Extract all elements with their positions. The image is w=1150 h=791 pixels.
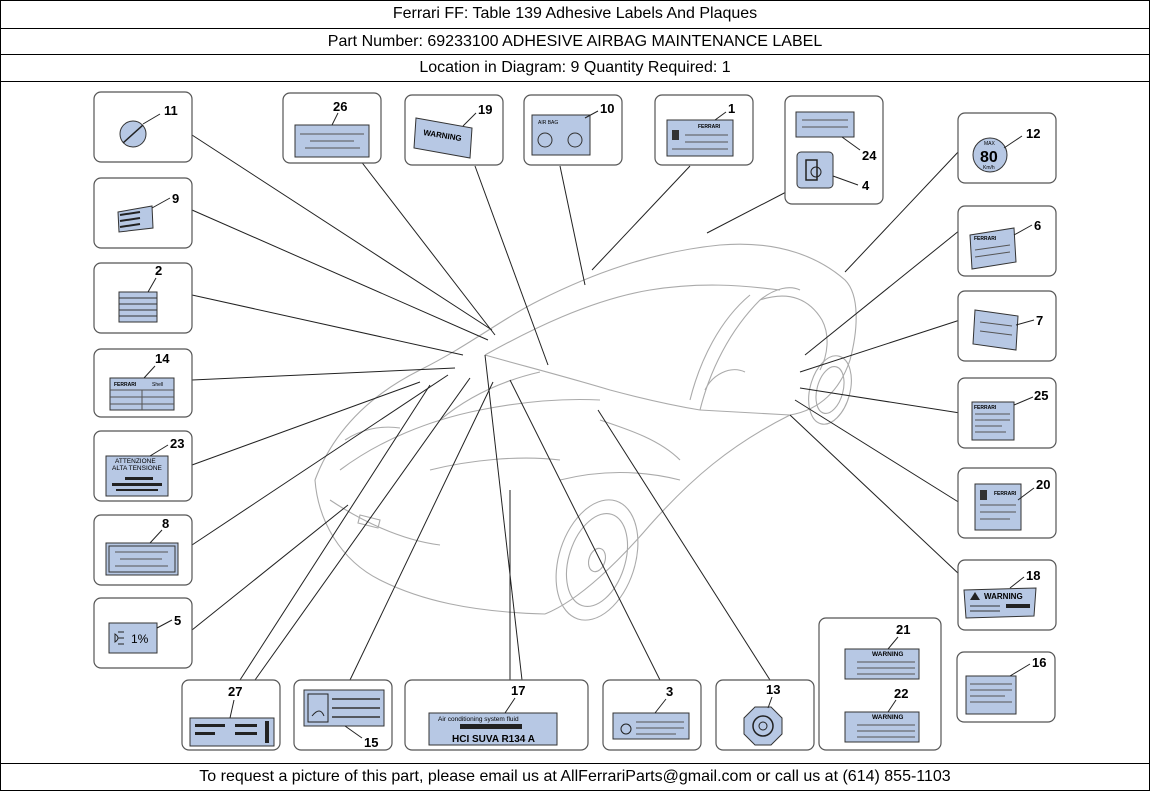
- callout-number: 7: [1036, 313, 1043, 328]
- svg-text:MAX: MAX: [984, 141, 996, 147]
- callout-number: 4: [862, 178, 870, 193]
- leader-lines: [191, 134, 961, 681]
- callout-number: 12: [1026, 126, 1040, 141]
- callout-number: 22: [894, 686, 908, 701]
- callout-11[interactable]: 11: [93, 91, 193, 163]
- callout-21-22[interactable]: WARNING 21 WARNING 22: [818, 617, 942, 751]
- svg-text:ALTA TENSIONE: ALTA TENSIONE: [112, 465, 163, 472]
- svg-text:FERRARI: FERRARI: [114, 382, 137, 388]
- divider: [0, 54, 1150, 55]
- fuel-label-icon: [796, 151, 834, 189]
- callout-number: 3: [666, 684, 673, 699]
- callout-number: 19: [478, 102, 492, 117]
- car-outline: [314, 243, 857, 621]
- callout-23[interactable]: ATTENZIONE ALTA TENSIONE 23: [93, 430, 193, 502]
- callout-25[interactable]: FERRARI 25: [957, 377, 1057, 449]
- svg-text:ATTENZIONE: ATTENZIONE: [115, 458, 156, 465]
- callout-17[interactable]: Air conditioning system fluid HCI SUVA R…: [404, 679, 589, 751]
- callout-number: 21: [896, 622, 910, 637]
- svg-text:HCI SUVA R134 A: HCI SUVA R134 A: [452, 734, 535, 745]
- svg-text:Km/h: Km/h: [983, 165, 995, 171]
- svg-text:80: 80: [980, 149, 998, 166]
- callout-number: 16: [1032, 655, 1046, 670]
- callout-8[interactable]: 8: [93, 514, 193, 586]
- svg-text:FERRARI: FERRARI: [974, 405, 997, 411]
- callout-number: 11: [164, 103, 178, 118]
- divider: [0, 28, 1150, 29]
- callout-19[interactable]: WARNING 19: [404, 94, 504, 166]
- svg-text:1%: 1%: [131, 632, 149, 646]
- callout-12[interactable]: MAX 80 Km/h 12: [957, 112, 1057, 184]
- callout-number: 6: [1034, 218, 1041, 233]
- callout-number: 25: [1034, 388, 1048, 403]
- callout-16[interactable]: 16: [956, 651, 1056, 723]
- svg-text:Shell: Shell: [152, 382, 163, 388]
- svg-text:FERRARI: FERRARI: [698, 124, 721, 130]
- diagram-title: Ferrari FF: Table 139 Adhesive Labels An…: [392, 5, 758, 22]
- callout-number: 17: [511, 683, 525, 698]
- callout-1[interactable]: FERRARI 1: [654, 94, 754, 166]
- cap-label-icon: [743, 706, 783, 746]
- svg-text:FERRARI: FERRARI: [974, 236, 997, 242]
- callout-number: 18: [1026, 568, 1040, 583]
- callout-15[interactable]: 15: [293, 679, 393, 751]
- svg-text:WARNING: WARNING: [872, 651, 903, 658]
- svg-text:AIR BAG: AIR BAG: [538, 120, 558, 126]
- callout-number: 15: [364, 735, 378, 750]
- svg-text:FERRARI: FERRARI: [994, 491, 1017, 497]
- callout-number: 26: [333, 99, 347, 114]
- callout-13[interactable]: 13: [715, 679, 815, 751]
- callout-number: 27: [228, 684, 242, 699]
- callout-26[interactable]: 26: [282, 92, 382, 164]
- callout-number: 14: [155, 351, 170, 366]
- parts-diagram: 11 26 WARNING 19 AIR BAG 10 FERRARI: [93, 91, 1057, 751]
- callout-number: 13: [766, 682, 780, 697]
- callout-10[interactable]: AIR BAG 10: [523, 94, 623, 166]
- callout-number: 23: [170, 436, 184, 451]
- callout-number: 1: [728, 101, 735, 116]
- footer-contact: To request a picture of this part, pleas…: [199, 768, 951, 785]
- callout-9[interactable]: 9: [93, 177, 193, 249]
- callout-27[interactable]: 27: [181, 679, 281, 751]
- callout-6[interactable]: FERRARI 6: [957, 205, 1057, 277]
- callout-7[interactable]: 7: [957, 290, 1057, 362]
- callout-2[interactable]: 2: [93, 262, 193, 334]
- callout-number: 9: [172, 191, 179, 206]
- divider: [0, 763, 1150, 764]
- svg-text:Air conditioning system fluid: Air conditioning system fluid: [438, 716, 519, 723]
- callout-number: 24: [862, 148, 877, 163]
- callout-number: 10: [600, 101, 614, 116]
- callout-24-4[interactable]: 24 4: [784, 95, 884, 205]
- callout-number: 8: [162, 516, 169, 531]
- callout-3[interactable]: 3: [602, 679, 702, 751]
- speed-limit-label-icon: [972, 137, 1008, 173]
- callout-number: 2: [155, 263, 162, 278]
- callout-20[interactable]: FERRARI 20: [957, 467, 1057, 539]
- part-number: Part Number: 69233100 ADHESIVE AIRBAG MA…: [327, 33, 823, 50]
- divider: [0, 81, 1150, 82]
- callout-14[interactable]: FERRARI Shell 14: [93, 348, 193, 418]
- location-info: Location in Diagram: 9 Quantity Required…: [419, 59, 731, 76]
- callout-number: 20: [1036, 477, 1050, 492]
- svg-text:WARNING: WARNING: [872, 714, 903, 721]
- warning-label-icon: [413, 117, 473, 159]
- callout-5[interactable]: 1% 5: [93, 597, 193, 669]
- callout-number: 5: [174, 613, 181, 628]
- svg-text:WARNING: WARNING: [984, 592, 1023, 601]
- callout-18[interactable]: WARNING 18: [957, 559, 1057, 631]
